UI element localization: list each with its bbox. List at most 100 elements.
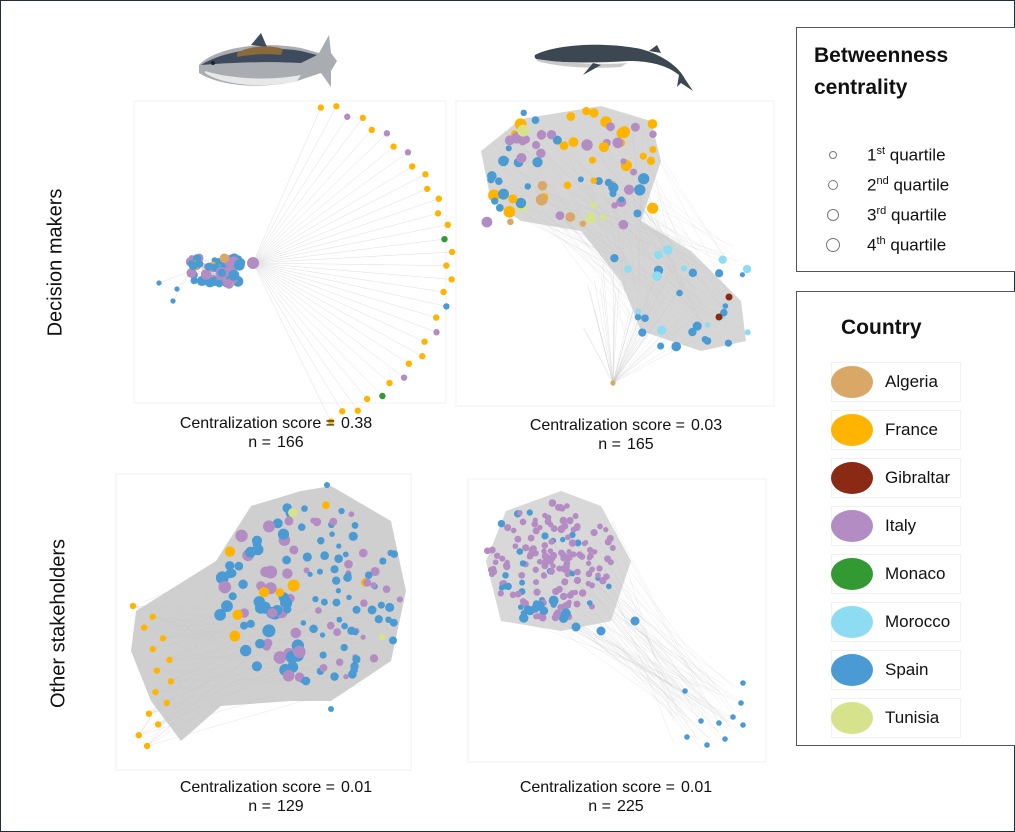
network-node — [604, 178, 613, 187]
network-edge — [612, 278, 662, 384]
network-node — [490, 565, 497, 572]
network-edge — [252, 238, 445, 264]
network-node — [374, 615, 383, 624]
network-node — [718, 255, 727, 264]
network-node — [364, 571, 373, 580]
quartile-text: quartile — [889, 145, 946, 165]
legend-title-line1: Betweenness — [814, 44, 949, 67]
network-edge — [607, 585, 675, 685]
network-edge — [564, 130, 627, 260]
network-edge — [146, 654, 297, 747]
network-edge — [494, 143, 677, 340]
network-edge — [166, 647, 241, 704]
network-node — [359, 114, 367, 122]
network-edge — [166, 591, 376, 704]
network-node — [589, 582, 596, 589]
network-node — [505, 145, 512, 152]
network-edge — [252, 262, 423, 357]
network-node — [379, 557, 387, 565]
network-node — [491, 197, 499, 205]
network-node — [617, 126, 630, 139]
network-node — [541, 548, 547, 554]
network-edge — [577, 133, 692, 266]
network-edge — [612, 321, 657, 384]
network-edge — [152, 531, 360, 650]
network-edge — [144, 616, 366, 628]
network-node — [344, 113, 351, 120]
network-node — [275, 588, 285, 597]
legend-country-morocco: Morocco — [831, 602, 971, 642]
network-node — [546, 129, 557, 140]
network-node — [596, 626, 606, 636]
network-node — [740, 680, 746, 686]
network-node — [297, 523, 306, 531]
network-edge — [521, 553, 702, 704]
network-edge — [632, 176, 641, 284]
network-node — [590, 201, 597, 209]
network-node — [716, 720, 722, 726]
network-node — [566, 599, 572, 605]
network-node — [564, 503, 570, 509]
network-node — [260, 566, 271, 578]
network-edge — [162, 603, 332, 639]
network-edge — [612, 311, 634, 384]
network-node — [585, 212, 597, 224]
network-node — [604, 555, 612, 563]
network-node — [537, 181, 548, 191]
network-edge — [613, 616, 745, 736]
network-node — [377, 601, 385, 609]
network-node — [516, 152, 527, 164]
network-node — [333, 103, 340, 110]
network-node — [156, 280, 162, 286]
network-edge — [529, 137, 666, 274]
network-node — [351, 522, 359, 529]
quartile-text: quartile — [890, 235, 947, 255]
network-node — [566, 591, 574, 599]
row-label-other-stakeholders: Other stakeholders — [47, 539, 70, 708]
network-edge — [581, 190, 722, 262]
network-edge — [509, 142, 665, 307]
network-edge — [585, 138, 728, 315]
network-node — [722, 303, 729, 309]
network-edge-mass — [486, 491, 631, 631]
network-edge — [138, 638, 342, 736]
network-node — [624, 265, 632, 273]
network-node — [533, 588, 541, 596]
network-edge — [169, 651, 341, 661]
network-node — [215, 279, 224, 288]
network-edge — [535, 187, 644, 339]
network-edge — [148, 559, 274, 714]
network-node — [623, 184, 635, 195]
network-edge — [252, 174, 426, 264]
network-node — [483, 547, 491, 555]
country-swatch-icon — [831, 606, 873, 638]
network-node — [605, 583, 612, 590]
network-edge — [138, 531, 268, 736]
network-node — [284, 516, 294, 526]
network-edge — [545, 141, 698, 251]
network-node — [378, 633, 386, 641]
network-edge — [562, 157, 715, 308]
network-node — [569, 531, 576, 539]
network-node — [502, 156, 509, 164]
network-node — [573, 524, 581, 531]
network-node — [440, 288, 447, 296]
network-node — [528, 547, 535, 554]
network-node — [159, 635, 167, 642]
network-node — [578, 589, 587, 597]
legend-country-italy: Italy — [831, 506, 971, 546]
network-node — [444, 221, 451, 229]
network-node — [258, 587, 270, 598]
network-node — [649, 146, 657, 154]
network-node — [599, 577, 607, 585]
legend-country-title: Country — [841, 316, 922, 339]
network-edge — [593, 543, 724, 741]
network-tuna-other-stakeholders — [115, 473, 412, 771]
network-node — [219, 253, 230, 264]
country-swatch-icon — [831, 510, 873, 542]
network-edge — [543, 532, 703, 751]
network-edge — [612, 287, 682, 384]
network-node — [218, 580, 232, 594]
network-edge — [612, 304, 701, 384]
legend-quartile-2: 2nd quartile — [825, 170, 949, 200]
